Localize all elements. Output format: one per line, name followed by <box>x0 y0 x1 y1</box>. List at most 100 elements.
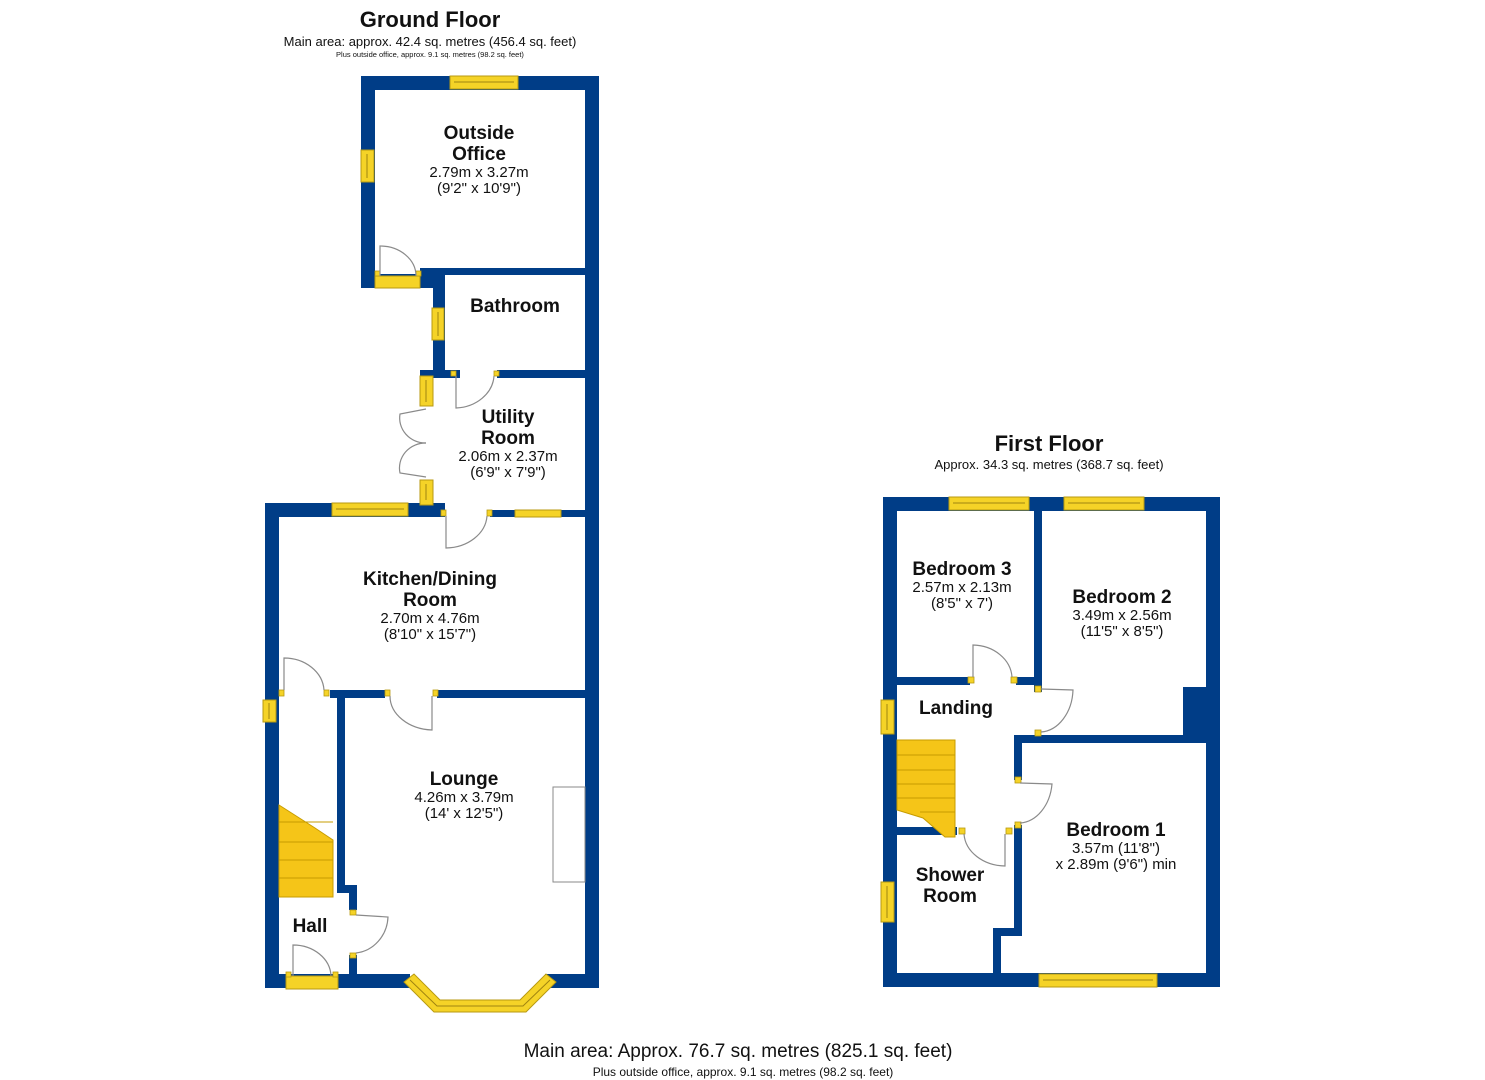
wall <box>993 928 1001 978</box>
window <box>449 75 519 90</box>
window <box>431 307 445 341</box>
wall <box>265 503 279 988</box>
room-label-bedroom-1: Bedroom 1 3.57m (11'8") x 2.89m (9'6") m… <box>1056 820 1177 873</box>
room-dimensions-imperial: x 2.89m (9'6") min <box>1055 856 1177 873</box>
total-outside-office-area: Plus outside office, approx. 9.1 sq. met… <box>592 1065 894 1079</box>
room-name: Hall <box>292 916 328 937</box>
window <box>1063 496 1145 511</box>
room-name: Kitchen/Dining <box>362 569 498 590</box>
room-name: Bedroom 3 <box>912 559 1012 580</box>
room-label-landing: Landing <box>919 698 993 719</box>
room-dimensions-metric: 3.49m x 2.56m <box>1072 607 1172 624</box>
room-name: Office <box>452 144 506 165</box>
room-dimensions-metric: 2.70m x 4.76m <box>380 610 480 627</box>
wall <box>337 690 345 890</box>
total-main-area: Main area: Approx. 76.7 sq. metres (825.… <box>523 1041 953 1062</box>
ground-floor-title: Ground Floor <box>359 7 501 32</box>
wall <box>497 370 589 378</box>
hall-kitchen-door <box>278 657 330 697</box>
room-dimensions-imperial: (8'10" x 15'7") <box>383 626 477 643</box>
room-dimensions-metric: 4.26m x 3.79m <box>414 789 514 806</box>
wall <box>585 76 599 988</box>
bedroom2-door <box>1034 685 1074 737</box>
wall <box>1014 735 1220 743</box>
room-label-kitchen-dining-room: Kitchen/Dining Room 2.70m x 4.76m (8'10"… <box>363 569 497 643</box>
wall <box>883 497 1220 511</box>
ground-floor-main-area: Main area: approx. 42.4 sq. metres (456.… <box>283 34 577 49</box>
ground-floor-outside-office-area: Plus outside office, approx. 9.1 sq. met… <box>336 50 524 59</box>
window <box>880 699 895 735</box>
window <box>419 479 434 506</box>
ground-floor-plan <box>262 75 599 1013</box>
room-name: Shower <box>915 865 985 886</box>
wall <box>1016 677 1042 685</box>
room-label-hall: Hall <box>293 916 328 937</box>
room-dimensions-imperial: (9'2" x 10'9") <box>437 180 521 197</box>
first-floor-plan <box>880 496 1220 988</box>
room-name: Landing <box>919 698 993 719</box>
wall <box>897 827 957 835</box>
wall <box>437 690 589 698</box>
window <box>262 699 277 723</box>
room-name: Bedroom 2 <box>1072 587 1172 608</box>
wall <box>349 955 357 980</box>
room-dimensions-imperial: (11'5" x 8'5") <box>1080 623 1164 640</box>
first-floor-title: First Floor <box>994 431 1104 456</box>
room-name: Room <box>923 886 977 907</box>
room-name: Outside <box>443 123 515 144</box>
room-dimensions-imperial: (6'9" x 7'9") <box>470 464 546 481</box>
room-name: Bedroom 1 <box>1066 820 1166 841</box>
wall <box>1014 825 1022 933</box>
room-name: Room <box>403 590 457 611</box>
first-floor-area: Approx. 34.3 sq. metres (368.7 sq. feet) <box>934 457 1164 472</box>
shower-room-door <box>958 827 1013 867</box>
bedroom1-door <box>1014 776 1053 829</box>
hall-lounge-door <box>349 909 389 959</box>
window <box>419 375 434 407</box>
window <box>514 509 562 518</box>
room-label-bathroom: Bathroom <box>470 296 560 317</box>
wall <box>420 268 599 275</box>
window <box>948 496 1030 511</box>
window <box>360 149 375 183</box>
wall <box>1034 497 1042 692</box>
staircase <box>278 804 334 898</box>
room-label-bedroom-2: Bedroom 2 3.49m x 2.56m (11'5" x 8'5") <box>1072 587 1171 640</box>
room-name: Bathroom <box>470 296 560 317</box>
room-name: Lounge <box>429 769 499 790</box>
chimney-breast <box>552 786 586 883</box>
window <box>1038 973 1158 988</box>
room-label-lounge: Lounge 4.26m x 3.79m (14' x 12'5") <box>414 769 513 822</box>
room-dimensions-metric: 2.06m x 2.37m <box>458 448 558 465</box>
wall <box>420 370 460 378</box>
wall <box>545 974 599 988</box>
kitchen-utility-door <box>440 509 493 549</box>
room-dimensions-metric: 2.79m x 3.27m <box>429 164 529 181</box>
wall <box>883 497 897 987</box>
french-doors <box>398 408 427 478</box>
wall <box>897 677 970 685</box>
bay-window <box>403 973 557 1013</box>
front-door <box>285 944 339 990</box>
outside-office-door <box>374 245 422 289</box>
room-dimensions-imperial: (14' x 12'5") <box>424 805 504 822</box>
bedroom3-door <box>967 644 1018 684</box>
window <box>880 881 895 923</box>
wall <box>337 885 357 893</box>
room-dimensions-imperial: (8'5" x 7') <box>931 595 993 612</box>
bathroom-door <box>450 370 500 409</box>
room-name: Room <box>481 428 535 449</box>
wall <box>330 690 385 698</box>
staircase <box>896 739 956 838</box>
room-label-shower-room: Shower Room <box>916 865 985 907</box>
wall <box>349 885 357 910</box>
wall <box>993 928 1022 936</box>
kitchen-lounge-door <box>384 689 439 731</box>
room-name: Utility <box>481 407 535 428</box>
room-dimensions-metric: 3.57m (11'8") <box>1072 840 1160 857</box>
wall <box>1014 735 1022 780</box>
room-label-outside-office: Outside Office 2.79m x 3.27m (9'2" x 10'… <box>429 123 528 197</box>
room-dimensions-metric: 2.57m x 2.13m <box>912 579 1012 596</box>
cupboard <box>1183 687 1220 743</box>
